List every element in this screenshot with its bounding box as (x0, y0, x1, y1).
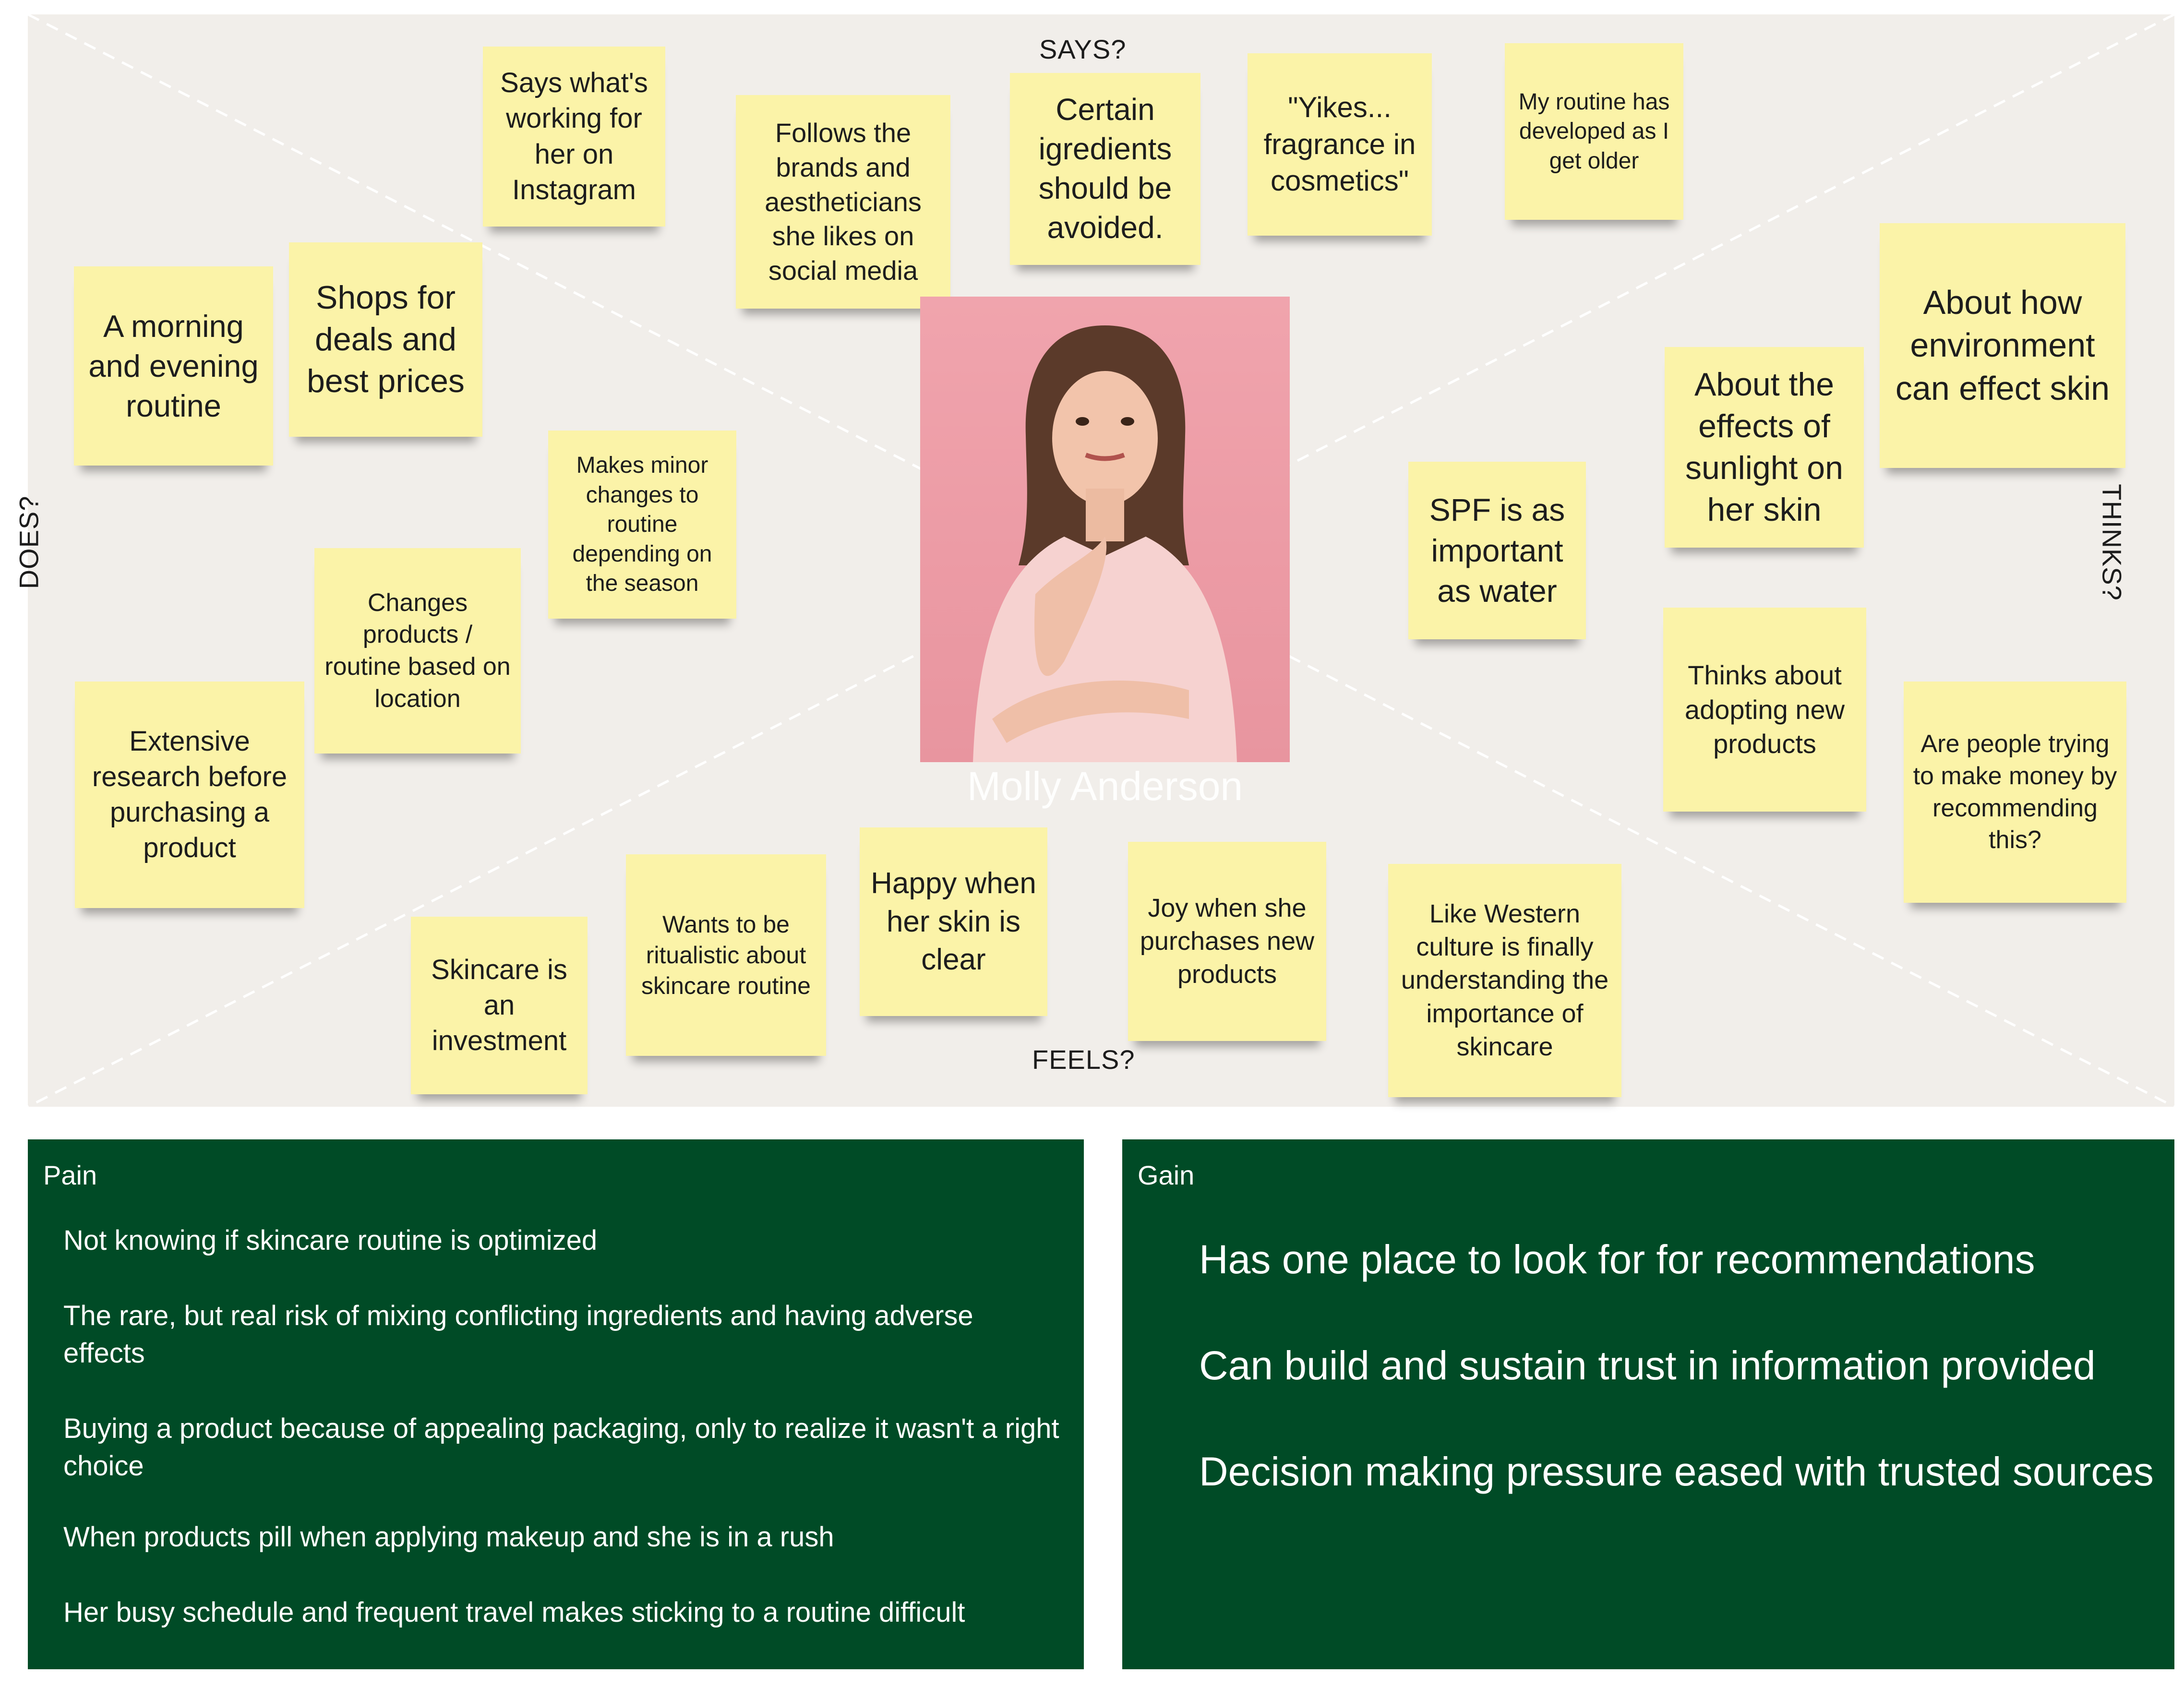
sticky-note[interactable]: A morning and evening routine (74, 266, 273, 466)
sticky-note[interactable]: Changes products / routine based on loca… (314, 548, 521, 754)
gain-panel: Gain Has one place to look for for recom… (1122, 1139, 2174, 1669)
sticky-note[interactable]: Says what's working for her on Instagram (483, 47, 665, 227)
sticky-note[interactable]: "Yikes... fragrance in cosmetics" (1248, 53, 1432, 236)
sticky-note[interactable]: Shops for deals and best prices (289, 242, 482, 437)
says-quadrant-label: SAYS? (1039, 34, 1127, 64)
pain-panel-title: Pain (43, 1160, 97, 1190)
sticky-note[interactable]: Are people trying to make money by recom… (1904, 682, 2126, 903)
sticky-note[interactable]: Extensive research before purchasing a p… (75, 682, 304, 908)
pain-item: Buying a product because of appealing pa… (63, 1413, 1059, 1482)
feels-quadrant-label: FEELS? (1032, 1044, 1135, 1075)
gain-item: Has one place to look for for recommenda… (1199, 1237, 2035, 1282)
gain-panel-title: Gain (1138, 1160, 1195, 1190)
sticky-note[interactable]: About how environment can effect skin (1880, 223, 2125, 468)
sticky-note[interactable]: About the effects of sunlight on her ski… (1665, 347, 1864, 548)
sticky-note[interactable]: Follows the brands and aestheticians she… (736, 95, 950, 309)
pain-item: Not knowing if skincare routine is optim… (63, 1225, 598, 1256)
sticky-note[interactable]: Makes minor changes to routine depending… (548, 431, 736, 619)
sticky-note[interactable]: Thinks about adopting new products (1663, 608, 1866, 812)
sticky-note[interactable]: Certain igredients should be avoided. (1010, 73, 1200, 265)
persona-photo (920, 297, 1290, 762)
sticky-note[interactable]: My routine has developed as I get older (1505, 43, 1683, 220)
sticky-note[interactable]: Joy when she purchases new products (1128, 842, 1326, 1041)
pain-item: When products pill when applying makeup … (63, 1521, 834, 1553)
does-quadrant-label: DOES? (13, 495, 44, 589)
pain-list: Not knowing if skincare routine is optim… (63, 1222, 1062, 1669)
sticky-note[interactable]: Like Western culture is finally understa… (1388, 864, 1621, 1097)
persona-silhouette (973, 325, 1237, 762)
pain-item: The rare, but real risk of mixing confli… (63, 1300, 973, 1369)
gain-item: Decision making pressure eased with trus… (1199, 1449, 2154, 1494)
persona-name: Molly Anderson (967, 764, 1243, 809)
pain-panel: Pain Not knowing if skincare routine is … (28, 1139, 1084, 1669)
thinks-quadrant-label: THINKS? (2097, 484, 2127, 601)
gain-item: Can build and sustain trust in informati… (1199, 1343, 2096, 1388)
pain-item: Her busy schedule and frequent travel ma… (63, 1597, 965, 1628)
gain-list: Has one place to look for for recommenda… (1199, 1231, 2159, 1549)
sticky-note[interactable]: Happy when her skin is clear (860, 827, 1047, 1016)
sticky-note[interactable]: SPF is as important as water (1408, 462, 1586, 639)
sticky-note[interactable]: Wants to be ritualistic about skincare r… (626, 854, 826, 1056)
sticky-note[interactable]: Skincare is an investment (411, 917, 588, 1094)
